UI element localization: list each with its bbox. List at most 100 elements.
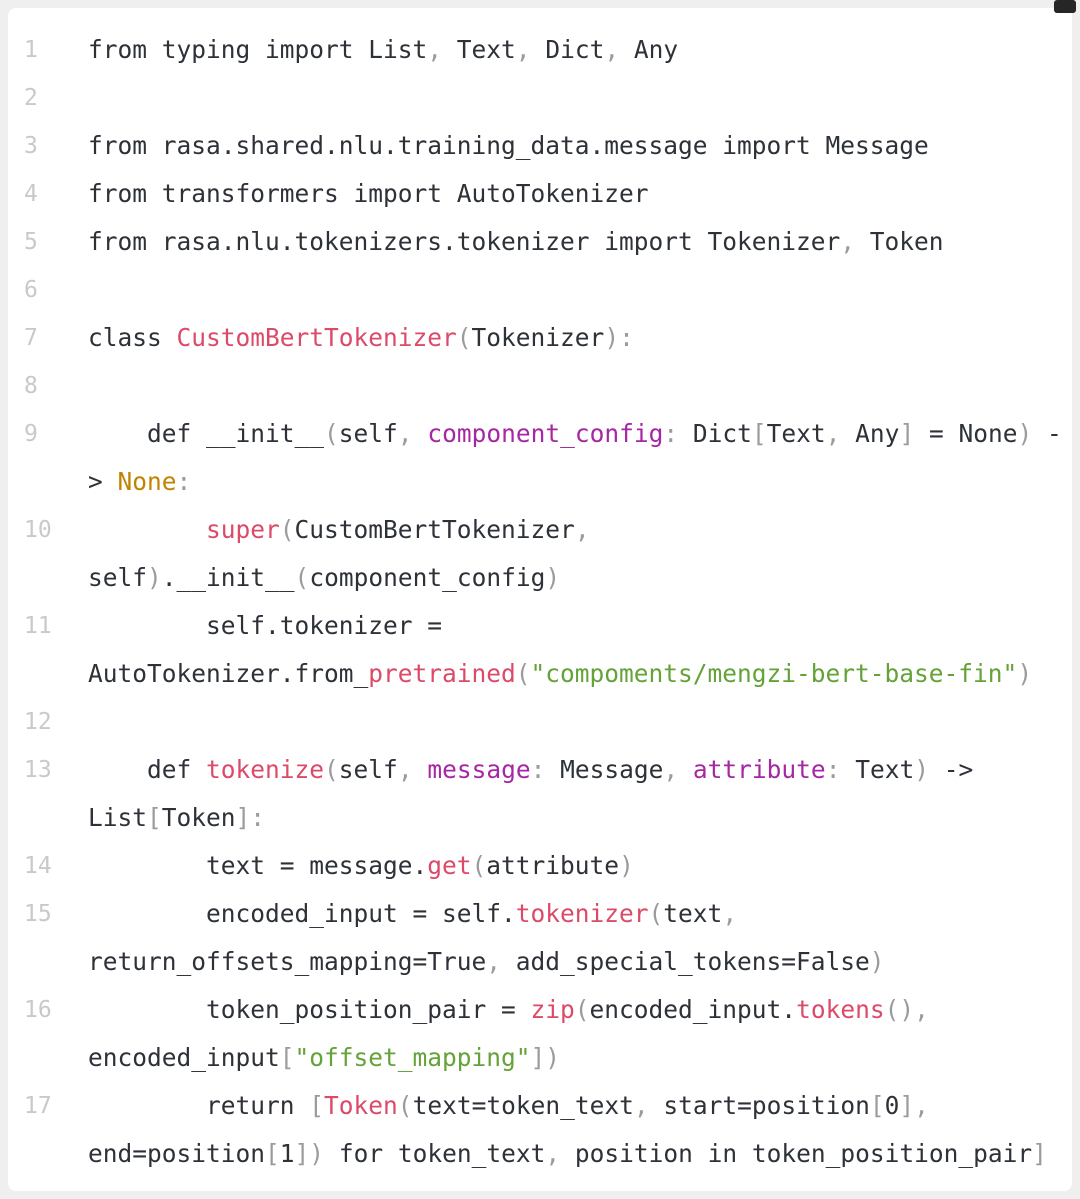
line-number: 14: [24, 853, 52, 879]
token-plain: def __init__: [88, 419, 325, 448]
token-plain: Any: [840, 419, 900, 448]
token-plain: 1: [279, 1139, 295, 1168]
token-punctuation: ,: [840, 227, 856, 256]
token-punctuation: ,: [574, 515, 590, 544]
code-line: encoded_input["offset_mapping"]): [24, 1034, 1072, 1082]
code-text: List[Token]:: [88, 794, 265, 842]
line-number: 3: [24, 133, 38, 159]
token-punctuation: ]:: [235, 803, 266, 832]
code-line: 17 return [Token(text=token_text, start=…: [24, 1082, 1072, 1130]
token-plain: List: [88, 803, 148, 832]
code-text: AutoTokenizer.from_pretrained("compoment…: [88, 650, 1032, 698]
code-text: > None:: [88, 458, 191, 506]
line-number: [24, 794, 88, 842]
code-text: encoded_input = self.tokenizer(text,: [88, 890, 737, 938]
token-plain: Any: [619, 35, 679, 64]
line-number: 17: [24, 1093, 52, 1119]
token-punctuation: :: [176, 467, 192, 496]
token-plain: from transformers import AutoTokenizer: [88, 179, 649, 208]
token-plain: return: [88, 1091, 310, 1120]
token-plain: Text: [840, 755, 915, 784]
token-punctuation: [: [751, 419, 767, 448]
token-function: get: [427, 851, 472, 880]
token-plain: [413, 419, 428, 448]
token-punctuation: (: [324, 419, 339, 448]
token-plain: CustomBertTokenizer: [294, 515, 575, 544]
token-punctuation: [: [869, 1091, 885, 1120]
token-punctuation: ): [869, 947, 885, 976]
scrollbar-thumb[interactable]: [1054, 0, 1076, 13]
token-punctuation: ,: [427, 35, 443, 64]
code-text: from typing import List, Text, Dict, Any: [88, 26, 678, 74]
token-punctuation: ]: [1032, 1139, 1047, 1168]
code-line: return_offsets_mapping=True, add_special…: [24, 938, 1072, 986]
token-plain: = None: [914, 419, 1018, 448]
line-number: 6: [24, 277, 38, 303]
token-punctuation: (: [456, 323, 472, 352]
line-number: 9: [24, 421, 38, 447]
token-plain: 0: [884, 1091, 900, 1120]
line-number: 5: [24, 229, 38, 255]
line-number: 12: [24, 709, 52, 735]
token-plain: return_offsets_mapping=True: [88, 947, 487, 976]
token-plain: [88, 515, 206, 544]
token-punctuation: ,: [397, 755, 413, 784]
token-punctuation: ): [1017, 419, 1033, 448]
token-plain: text = message.: [88, 851, 428, 880]
token-punctuation: (: [515, 659, 531, 688]
token-punctuation: :: [825, 755, 841, 784]
line-number: [24, 650, 88, 698]
code-line: end=position[1]) for token_text, positio…: [24, 1130, 1072, 1178]
line-number: 4: [24, 181, 38, 207]
token-punctuation: ,: [663, 755, 679, 784]
token-punctuation: ,: [486, 947, 502, 976]
line-number: 11: [24, 613, 52, 639]
token-punctuation: ,: [397, 419, 413, 448]
token-punctuation: (: [294, 563, 310, 592]
token-plain: AutoTokenizer.from_: [88, 659, 369, 688]
token-plain: .__init__: [161, 563, 295, 592]
token-string: "offset_mapping": [294, 1043, 531, 1072]
code-line: AutoTokenizer.from_pretrained("compoment…: [24, 650, 1072, 698]
line-number: [24, 458, 88, 506]
code-text: return [Token(text=token_text, start=pos…: [88, 1082, 929, 1130]
token-parameter: attribute: [692, 755, 826, 784]
code-text: from rasa.nlu.tokenizers.tokenizer impor…: [88, 218, 944, 266]
token-punctuation: (: [397, 1091, 413, 1120]
token-plain: ->: [928, 755, 974, 784]
token-plain: self: [338, 419, 398, 448]
code-text: class CustomBertTokenizer(Tokenizer):: [88, 314, 634, 362]
code-text: self).__init__(component_config): [88, 554, 560, 602]
code-text: token_position_pair = zip(encoded_input.…: [88, 986, 929, 1034]
token-punctuation: ]): [530, 1043, 561, 1072]
token-constant: None: [117, 467, 177, 496]
token-punctuation: ,: [633, 1091, 649, 1120]
token-punctuation: ]: [899, 419, 915, 448]
token-plain: component_config: [309, 563, 546, 592]
token-plain: [678, 755, 693, 784]
line-number: [24, 1130, 88, 1178]
token-plain: Tokenizer: [471, 323, 605, 352]
token-function: pretrained: [368, 659, 516, 688]
code-line: 12: [24, 698, 1072, 746]
code-line: 15 encoded_input = self.tokenizer(text,: [24, 890, 1072, 938]
line-number: 2: [24, 85, 38, 111]
line-number: 8: [24, 373, 38, 399]
token-function: Token: [324, 1091, 398, 1120]
code-panel: 1 from typing import List, Text, Dict, An…: [8, 8, 1072, 1191]
token-punctuation: ): [619, 851, 634, 880]
code-text: return_offsets_mapping=True, add_special…: [88, 938, 885, 986]
token-function: tokenizer: [515, 899, 649, 928]
token-plain: self: [338, 755, 398, 784]
token-plain: token_position_pair =: [88, 995, 531, 1024]
code-text: super(CustomBertTokenizer,: [88, 506, 590, 554]
code-text: def __init__(self, component_config: Dic…: [88, 410, 1062, 458]
token-punctuation: ,: [515, 35, 531, 64]
token-function: CustomBertTokenizer: [176, 323, 457, 352]
code-line: 9 def __init__(self, component_config: D…: [24, 410, 1072, 458]
line-number: [24, 938, 88, 986]
token-plain: attribute: [486, 851, 620, 880]
